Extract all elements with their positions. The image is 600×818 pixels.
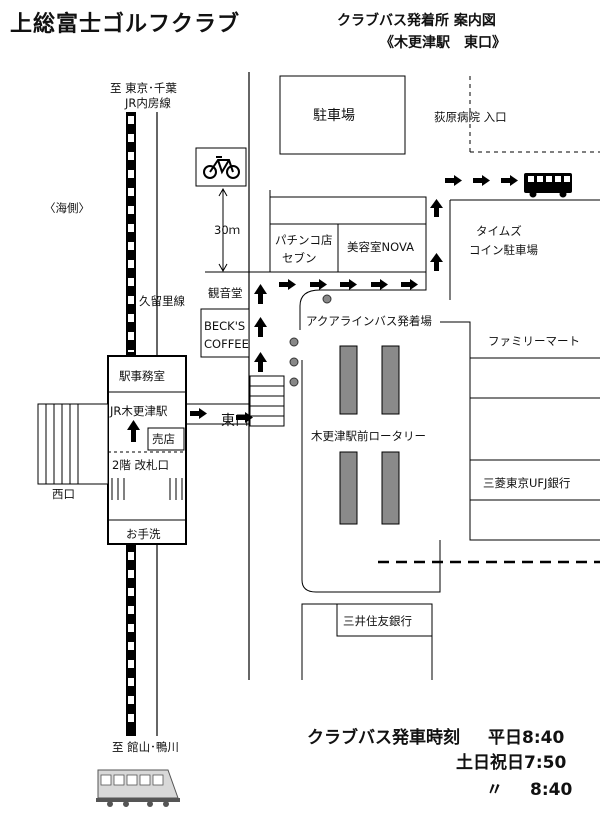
smbc-block [301, 603, 433, 680]
west-stairs [37, 403, 109, 485]
subtitle-bus-stop-guide: クラブバス発着所 案内図 [337, 12, 496, 29]
salon-label: 美容室NOVA [347, 240, 414, 254]
route-arrows-up-to-bus [430, 199, 443, 271]
bus-stop-markers [289, 294, 332, 387]
parking-lot [279, 75, 406, 155]
pachinko-label: パチンコ店 [275, 233, 333, 247]
club-name-title: 上総富士ゴルフクラブ [10, 11, 240, 37]
smbc-label: 三井住友銀行 [343, 614, 412, 628]
direction-north: 至 東京･千葉 [110, 81, 177, 95]
west-exit-label: 西口 [52, 487, 75, 501]
family-mart-block [440, 321, 600, 541]
distance-marker [218, 187, 228, 273]
times-label: タイムズ [476, 224, 522, 238]
schedule-heading: クラブバス発車時刻 [307, 727, 460, 748]
rotary-bus-bays [339, 345, 400, 525]
mufg-label: 三菱東京UFJ銀行 [483, 476, 570, 490]
kururi-line-label: 久留里線 [139, 294, 185, 308]
jr-uchibo-line-label: JR内房線 [124, 96, 171, 110]
ticket-gate-bars [111, 478, 183, 500]
ticket-gate-label: 2階 改札口 [112, 458, 169, 472]
station-name-label: JR木更津駅 [109, 404, 168, 418]
rotary-label: 木更津駅前ロータリー [311, 429, 426, 443]
route-arrows-up-road [254, 284, 267, 372]
family-mart-label: ファミリーマート [488, 334, 580, 348]
pachinko-salon-block [269, 196, 427, 273]
bicycle-parking [195, 147, 247, 187]
station-office-label: 駅事務室 [119, 369, 165, 383]
kannondo-label: 観音堂 [208, 286, 243, 300]
direction-south: 至 館山･鴨川 [112, 740, 179, 754]
pachinko-label-2: セブン [282, 251, 317, 265]
parking-label: 駐車場 [313, 107, 355, 124]
sea-side-label: 〈海側〉 [44, 201, 90, 215]
station-building [107, 355, 187, 545]
restroom-label: お手洗 [126, 527, 161, 541]
route-arrows-east-exit [190, 408, 253, 423]
east-exit-passage [186, 403, 250, 425]
schedule-weekend: 土日祝日7:50 [456, 752, 566, 773]
railway-track-north [126, 112, 136, 356]
route-arrows-right-road [279, 279, 418, 290]
becks-coffee [200, 308, 250, 358]
route-arrows-right-to-bus [445, 175, 518, 186]
distance-label: 30ｍ [214, 223, 240, 237]
schedule-weekday: 平日8:40 [488, 728, 564, 748]
becks-label: BECK'S [204, 319, 245, 333]
bus-icon [524, 173, 572, 198]
aqualine-bus-stop-label: アクアラインバス発着場 [306, 314, 432, 328]
east-stairs [249, 375, 285, 427]
kiosk-label: 売店 [152, 432, 175, 446]
schedule-ditto: 〃 [486, 780, 503, 800]
route-arrow-up-station [127, 420, 140, 442]
schedule-weekend-second: 8:40 [530, 780, 572, 800]
railway-track-south [126, 544, 136, 736]
train-icon [96, 769, 180, 807]
times-label-2: コイン駐車場 [469, 243, 538, 257]
becks-label-2: COFFEE [204, 337, 249, 351]
times-parking-block [449, 199, 600, 300]
subtitle-station-east: 《木更津駅 東口》 [380, 34, 506, 51]
bicycle-icon [203, 156, 240, 179]
